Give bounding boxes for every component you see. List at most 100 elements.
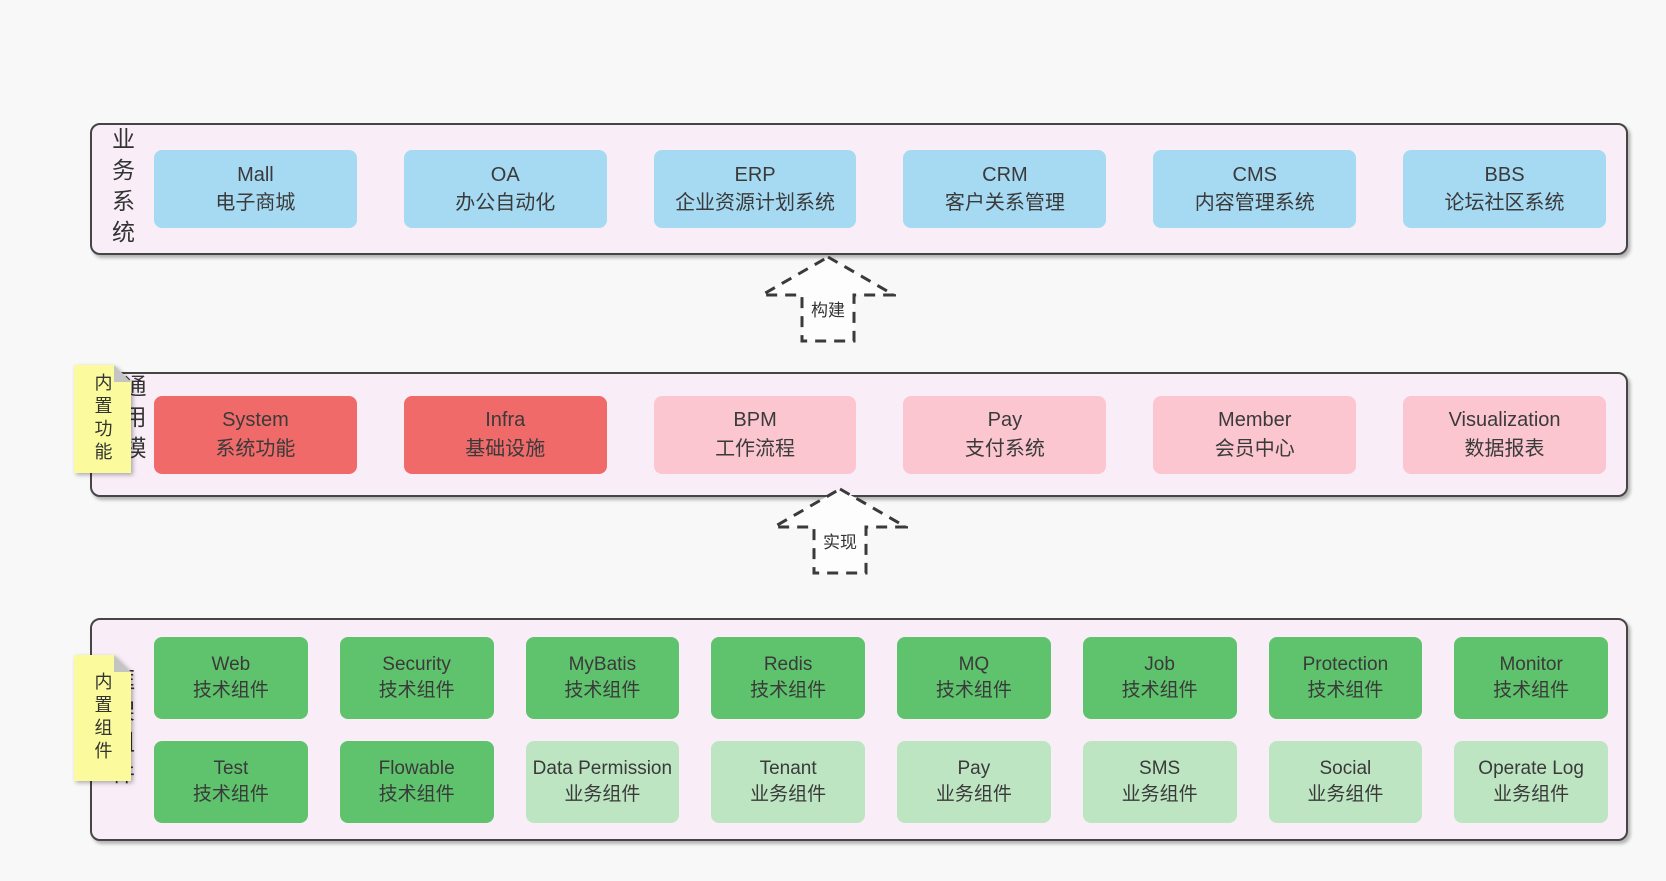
box-flowable-tech-desc: 技术组件 bbox=[378, 783, 455, 805]
box-pay-system-name: Pay bbox=[987, 409, 1023, 432]
box-tenant-biz-desc: 业务组件 bbox=[750, 783, 827, 805]
box-data-permission-biz-desc: 业务组件 bbox=[564, 783, 641, 805]
box-cms-desc: 内容管理系统 bbox=[1194, 192, 1315, 214]
box-tenant-biz: Tenant 业务组件 bbox=[711, 740, 865, 823]
common-modules-row: System 系统功能 Infra 基础设施 BPM 工作流程 Pay 支付系统… bbox=[150, 374, 1626, 495]
box-job-tech-desc: 技术组件 bbox=[1121, 679, 1198, 701]
framework-components-panel: 框架组件 Web 技术组件 Security 技术组件 MyBatis 技术组件… bbox=[90, 618, 1628, 841]
box-pay-biz-desc: 业务组件 bbox=[935, 783, 1012, 805]
builtin-components-note: 内置组件 bbox=[37, 655, 94, 781]
box-bbs: BBS 论坛社区系统 bbox=[1403, 150, 1606, 228]
box-visualization: Visualization 数据报表 bbox=[1403, 395, 1606, 474]
box-redis-tech: Redis 技术组件 bbox=[711, 636, 865, 719]
builtin-components-note-body: 内置组件 bbox=[74, 655, 131, 781]
box-erp: ERP 企业资源计划系统 bbox=[653, 150, 857, 228]
box-operate-log-biz: Operate Log 业务组件 bbox=[1454, 740, 1608, 823]
box-erp-desc: 企业资源计划系统 bbox=[675, 192, 836, 214]
box-monitor-tech-name: Monitor bbox=[1499, 654, 1563, 676]
box-web-tech: Web 技术组件 bbox=[154, 636, 308, 719]
box-redis-tech-name: Redis bbox=[763, 654, 813, 676]
box-system: System 系统功能 bbox=[154, 395, 357, 474]
box-mq-tech-name: MQ bbox=[958, 654, 990, 676]
box-test-tech: Test 技术组件 bbox=[154, 740, 308, 823]
box-infra-name: Infra bbox=[485, 409, 526, 432]
box-sms-biz: SMS 业务组件 bbox=[1082, 740, 1237, 823]
business-systems-row: Mall 电子商城 OA 办公自动化 ERP 企业资源计划系统 CRM 客户关系… bbox=[150, 125, 1626, 253]
implement-arrow-label: 实现 bbox=[823, 533, 857, 552]
business-systems-label: 业务系统 bbox=[108, 127, 135, 251]
box-cms-name: CMS bbox=[1232, 163, 1277, 186]
box-bbs-name: BBS bbox=[1484, 163, 1525, 186]
box-bpm-desc: 工作流程 bbox=[715, 437, 796, 460]
box-protection-tech-name: Protection bbox=[1302, 654, 1389, 676]
box-member-desc: 会员中心 bbox=[1214, 437, 1295, 460]
box-mybatis-tech-desc: 技术组件 bbox=[564, 679, 641, 701]
build-arrow: 构建 bbox=[760, 255, 896, 343]
box-cms: CMS 内容管理系统 bbox=[1153, 150, 1357, 228]
box-mq-tech-desc: 技术组件 bbox=[935, 679, 1012, 701]
business-systems-label-area: 业务系统 bbox=[92, 125, 150, 253]
box-mybatis-tech-name: MyBatis bbox=[568, 654, 637, 676]
box-sms-biz-desc: 业务组件 bbox=[1121, 783, 1198, 805]
box-social-biz-name: Social bbox=[1319, 758, 1372, 780]
box-member-name: Member bbox=[1218, 409, 1292, 432]
box-protection-tech: Protection 技术组件 bbox=[1268, 636, 1423, 719]
box-mq-tech: MQ 技术组件 bbox=[897, 636, 1051, 719]
box-operate-log-biz-desc: 业务组件 bbox=[1493, 783, 1570, 805]
box-bpm-name: BPM bbox=[733, 409, 777, 432]
box-flowable-tech-name: Flowable bbox=[378, 758, 455, 780]
box-social-biz: Social 业务组件 bbox=[1268, 740, 1423, 823]
box-infra: Infra 基础设施 bbox=[403, 395, 607, 474]
box-monitor-tech-desc: 技术组件 bbox=[1493, 679, 1570, 701]
box-mall-name: Mall bbox=[237, 163, 274, 186]
box-visualization-name: Visualization bbox=[1448, 409, 1561, 432]
box-sms-biz-name: SMS bbox=[1139, 758, 1181, 780]
business-systems-panel: 业务系统 Mall 电子商城 OA 办公自动化 ERP 企业资源计划系统 CRM… bbox=[90, 123, 1628, 255]
box-crm-desc: 客户关系管理 bbox=[944, 192, 1065, 214]
box-bbs-desc: 论坛社区系统 bbox=[1444, 192, 1565, 214]
box-pay-biz: Pay 业务组件 bbox=[897, 740, 1051, 823]
box-crm: CRM 客户关系管理 bbox=[903, 150, 1107, 228]
builtin-components-note-text: 内置组件 bbox=[92, 672, 113, 764]
box-test-tech-name: Test bbox=[213, 758, 249, 780]
box-tenant-biz-name: Tenant bbox=[759, 758, 817, 780]
box-redis-tech-desc: 技术组件 bbox=[750, 679, 827, 701]
box-mall: Mall 电子商城 bbox=[154, 150, 357, 228]
box-social-biz-desc: 业务组件 bbox=[1307, 783, 1384, 805]
builtin-features-note: 内置功能 bbox=[37, 365, 94, 473]
box-operate-log-biz-name: Operate Log bbox=[1478, 758, 1584, 780]
box-security-tech-desc: 技术组件 bbox=[378, 679, 455, 701]
box-data-permission-biz-name: Data Permission bbox=[532, 758, 673, 780]
box-monitor-tech: Monitor 技术组件 bbox=[1454, 636, 1608, 719]
box-infra-desc: 基础设施 bbox=[465, 437, 546, 460]
box-system-desc: 系统功能 bbox=[215, 437, 296, 460]
build-arrow-label: 构建 bbox=[811, 301, 845, 320]
box-web-tech-desc: 技术组件 bbox=[192, 679, 269, 701]
box-system-name: System bbox=[222, 409, 289, 432]
implement-arrow: 实现 bbox=[772, 487, 908, 575]
box-web-tech-name: Web bbox=[211, 654, 251, 676]
box-job-tech: Job 技术组件 bbox=[1082, 636, 1237, 719]
box-security-tech-name: Security bbox=[382, 654, 451, 676]
box-member: Member 会员中心 bbox=[1153, 395, 1357, 474]
up-arrow-icon bbox=[772, 487, 908, 575]
box-protection-tech-desc: 技术组件 bbox=[1307, 679, 1384, 701]
common-modules-panel: 通用模块 System 系统功能 Infra 基础设施 BPM 工作流程 Pay… bbox=[90, 372, 1628, 497]
box-security-tech: Security 技术组件 bbox=[339, 636, 494, 719]
box-mybatis-tech: MyBatis 技术组件 bbox=[525, 636, 680, 719]
box-crm-name: CRM bbox=[982, 163, 1028, 186]
box-flowable-tech: Flowable 技术组件 bbox=[339, 740, 494, 823]
builtin-features-note-body: 内置功能 bbox=[74, 365, 131, 473]
box-bpm: BPM 工作流程 bbox=[653, 395, 857, 474]
framework-components-grid: Web 技术组件 Security 技术组件 MyBatis 技术组件 Redi… bbox=[150, 620, 1626, 839]
framework-components-row-1: Web 技术组件 Security 技术组件 MyBatis 技术组件 Redi… bbox=[154, 636, 1608, 719]
builtin-features-note-text: 内置功能 bbox=[92, 373, 113, 465]
box-data-permission-biz: Data Permission 业务组件 bbox=[525, 740, 680, 823]
box-pay-system: Pay 支付系统 bbox=[903, 395, 1107, 474]
box-pay-system-desc: 支付系统 bbox=[964, 437, 1045, 460]
box-erp-name: ERP bbox=[734, 163, 776, 186]
box-test-tech-desc: 技术组件 bbox=[192, 783, 269, 805]
framework-components-row-2: Test 技术组件 Flowable 技术组件 Data Permission … bbox=[154, 740, 1608, 823]
up-arrow-icon bbox=[760, 255, 896, 343]
box-job-tech-name: Job bbox=[1144, 654, 1175, 676]
